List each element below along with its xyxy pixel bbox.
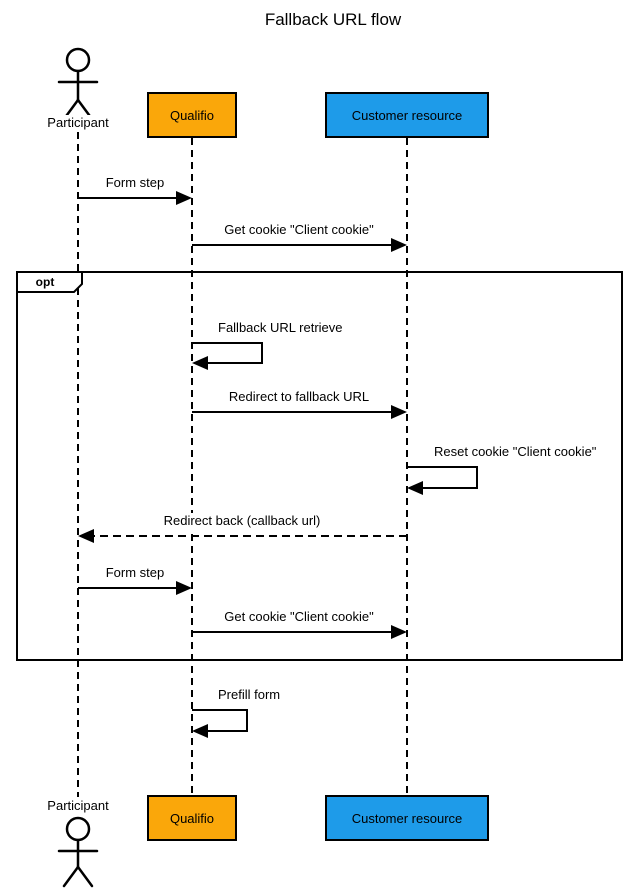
message-arrow-form-step-1: [78, 191, 192, 205]
actor-icon-participant-top: [57, 47, 99, 121]
participant-box-label: Customer resource: [351, 107, 463, 123]
opt-fragment-label: opt: [35, 275, 55, 289]
message-label: Get cookie "Client cookie": [221, 222, 377, 238]
message-arrow-redirect-to-fallback: [192, 405, 407, 419]
participant-box-label: Customer resource: [351, 810, 463, 826]
message-arrow-fallback-url-retrieve: [192, 342, 263, 370]
participant-label-bottom: Participant: [45, 798, 111, 813]
participant-box-customer-bottom: Customer resource: [325, 795, 489, 841]
message-label: Prefill form: [215, 687, 284, 703]
participant-box-qualifio-bottom: Qualifio: [147, 795, 237, 841]
message-arrow-form-step-2: [78, 581, 192, 595]
message-label: Get cookie "Client cookie": [221, 609, 377, 625]
participant-box-qualifio-top: Qualifio: [147, 92, 237, 138]
participant-box-label: Qualifio: [169, 107, 215, 123]
message-arrow-get-cookie-1: [192, 238, 407, 252]
message-label: Reset cookie "Client cookie": [431, 444, 600, 460]
message-arrow-redirect-back: [78, 529, 407, 543]
participant-label-top: Participant: [45, 115, 111, 130]
message-arrow-prefill-form: [192, 709, 248, 738]
message-label: Form step: [102, 565, 168, 581]
message-label: Redirect back (callback url): [160, 513, 324, 529]
actor-icon-participant-bottom: [57, 816, 99, 888]
participant-box-label: Qualifio: [169, 810, 215, 826]
message-label: Form step: [102, 175, 168, 191]
opt-fragment-frame: [16, 271, 623, 661]
message-label: Fallback URL retrieve: [215, 320, 346, 336]
message-arrow-reset-cookie: [407, 466, 478, 495]
message-arrow-get-cookie-2: [192, 625, 407, 639]
message-label: Redirect to fallback URL: [225, 389, 373, 405]
diagram-title: Fallback URL flow: [264, 10, 402, 29]
participant-box-customer-top: Customer resource: [325, 92, 489, 138]
